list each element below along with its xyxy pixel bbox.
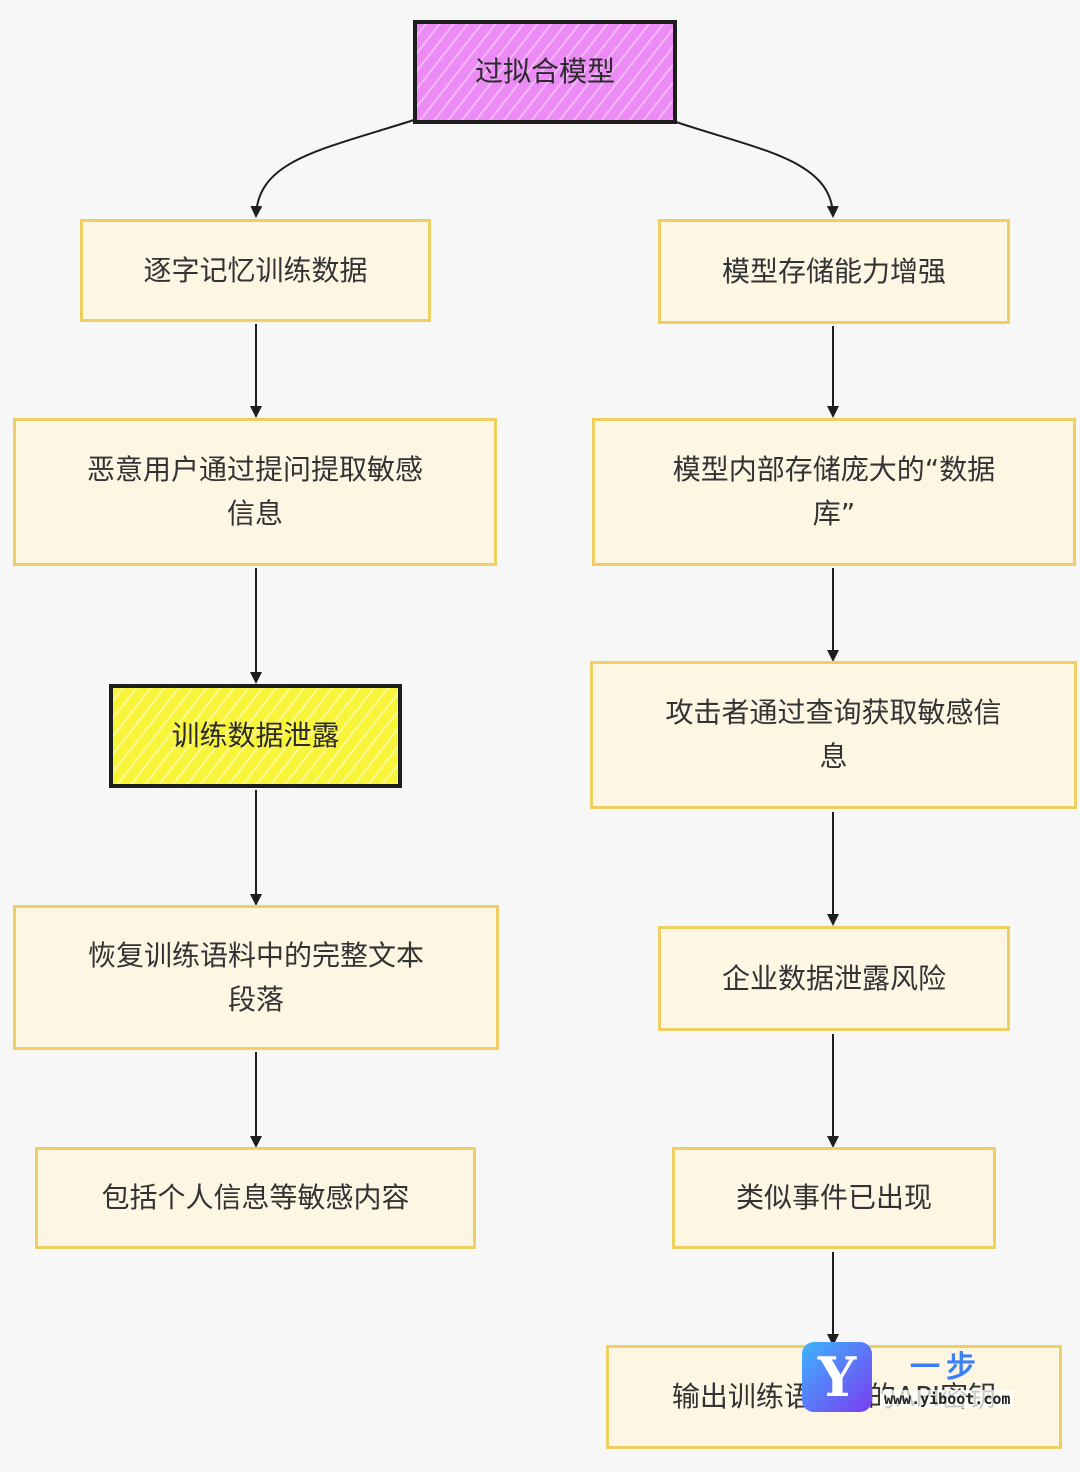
node-right-4-label: 企业数据泄露风险	[721, 961, 946, 995]
node-right-2-label: 模型内部存储庞大的“数据库”	[672, 453, 996, 530]
watermark-logo-letter: Y	[817, 1345, 857, 1409]
node-right-3-label: 攻击者通过查询获取敏感信息	[665, 696, 1002, 773]
node-right-4: 企业数据泄露风险	[658, 926, 1010, 1031]
node-root: 过拟合模型	[413, 20, 677, 124]
node-right-3: 攻击者通过查询获取敏感信息	[590, 661, 1077, 809]
node-left-3: 训练数据泄露	[109, 684, 402, 788]
edge-root-to-right-1	[675, 121, 839, 218]
node-left-5-label: 包括个人信息等敏感内容	[101, 1181, 410, 1214]
watermark: Y 一步 www.yiboot.com	[800, 1340, 1050, 1416]
yiboot-logo-icon: Y	[802, 1342, 872, 1412]
node-right-1-label: 模型存储能力增强	[721, 254, 946, 288]
node-left-3-label: 训练数据泄露	[171, 719, 340, 752]
node-right-5-label: 类似事件已出现	[735, 1181, 932, 1214]
node-left-4-label: 恢复训练语料中的完整文本段落	[87, 938, 424, 1016]
node-left-5: 包括个人信息等敏感内容	[35, 1147, 476, 1249]
node-left-2-label: 恶意用户通过提问提取敏感信息	[86, 453, 423, 530]
node-right-2: 模型内部存储庞大的“数据库”	[592, 418, 1076, 566]
node-left-1-label: 逐字记忆训练数据	[143, 253, 368, 287]
edge-root-to-left-1	[250, 119, 415, 218]
watermark-brand: 一步	[910, 1350, 982, 1385]
node-right-1: 模型存储能力增强	[658, 219, 1010, 324]
node-left-2: 恶意用户通过提问提取敏感信息	[13, 418, 497, 566]
node-right-5: 类似事件已出现	[672, 1147, 996, 1249]
node-left-1: 逐字记忆训练数据	[80, 219, 431, 322]
node-left-4: 恢复训练语料中的完整文本段落	[13, 905, 499, 1050]
node-root-label: 过拟合模型	[474, 55, 615, 88]
watermark-url: www.yiboot.com	[880, 1390, 1015, 1408]
